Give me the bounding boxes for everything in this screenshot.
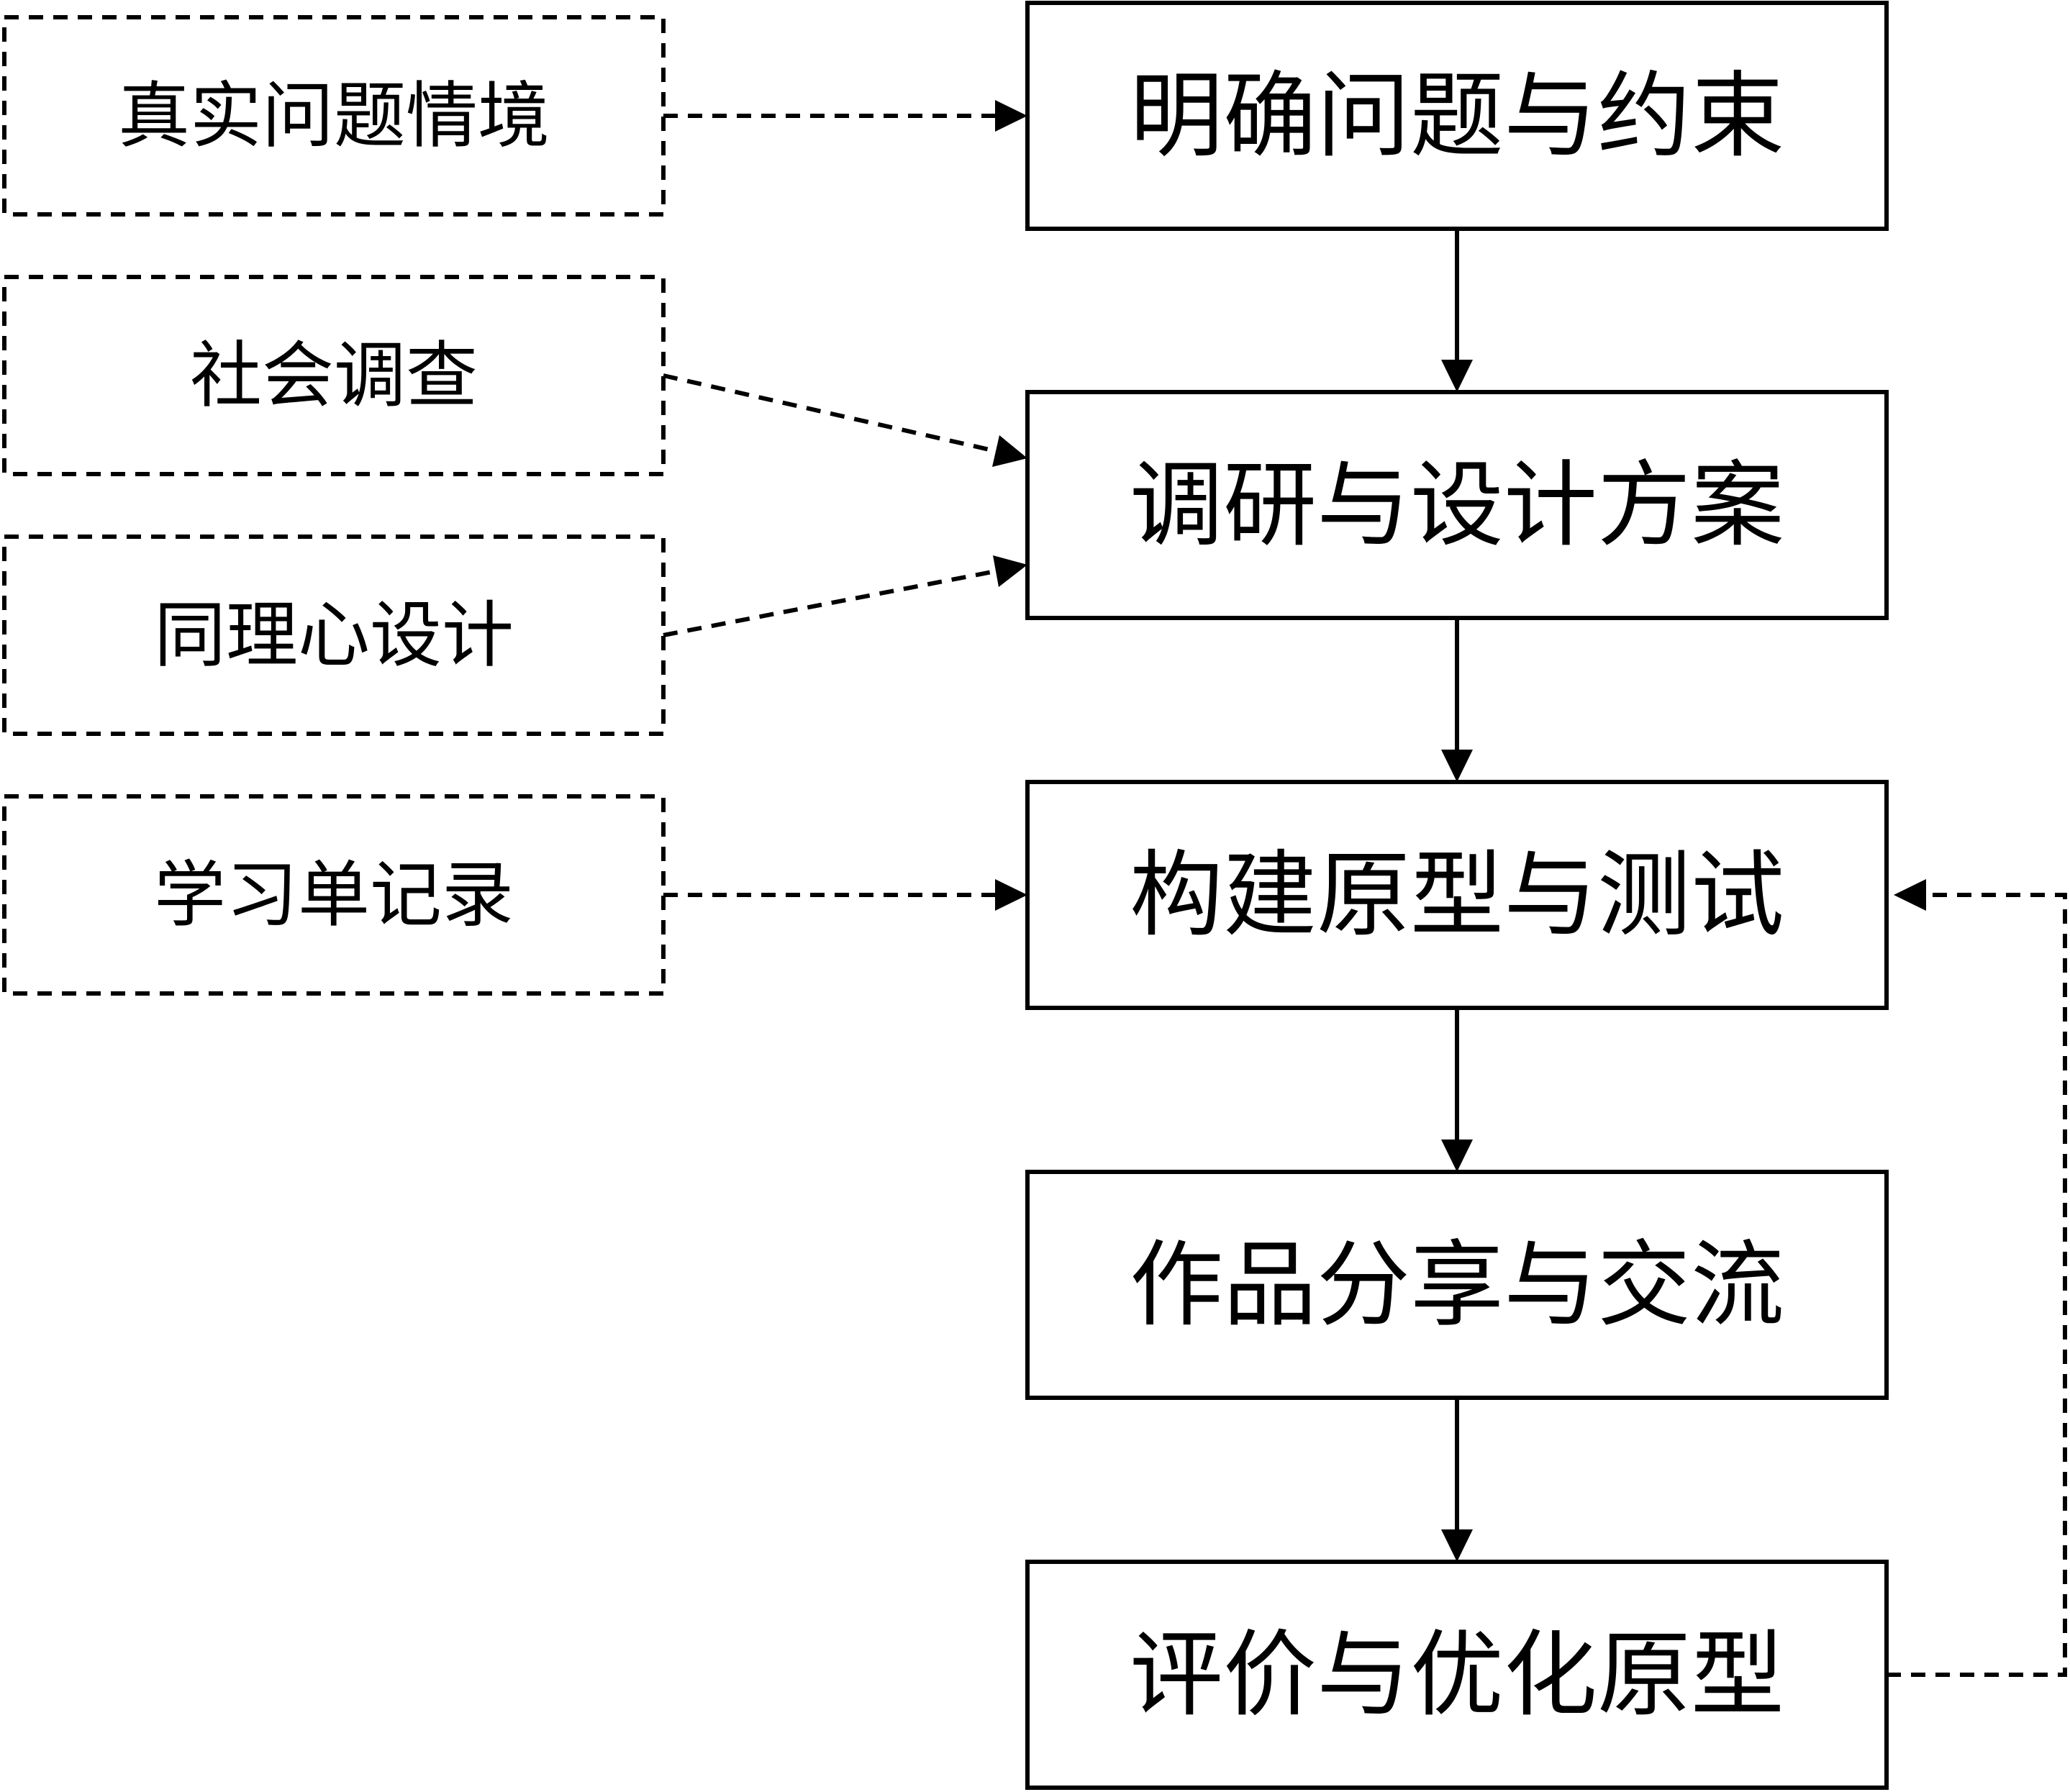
main-step-label-research: 调研与设计方案 (1130, 450, 1784, 560)
main-step-research: 调研与设计方案 (1025, 390, 1889, 620)
support-label-survey: 社会调查 (190, 334, 478, 418)
flow-arrowhead (1441, 1529, 1473, 1562)
support-arrow-worksheet-to-prototype (663, 879, 1027, 911)
support-arrow-line (663, 569, 997, 637)
support-item-worksheet: 学习单记录 (2, 794, 666, 996)
support-box-scenario (2, 15, 666, 217)
flow-arrow-define-to-research (1441, 229, 1473, 392)
support-label-scenario: 真实问题情境 (118, 74, 550, 158)
feedback-loop-line (1887, 893, 2067, 1677)
support-arrow-scenario-to-define (663, 100, 1027, 132)
support-arrowhead (995, 100, 1027, 132)
support-box-worksheet (2, 794, 666, 996)
support-arrow-survey-to-research (663, 373, 1027, 467)
main-step-evaluate: 评价与优化原型 (1025, 1560, 1889, 1790)
flow-arrowhead (1441, 360, 1473, 392)
support-item-empathy: 同理心设计 (2, 535, 666, 736)
support-item-scenario: 真实问题情境 (2, 15, 666, 217)
main-step-label-share: 作品分享与交流 (1130, 1230, 1784, 1340)
support-arrowhead (993, 555, 1027, 587)
support-box-empathy (2, 535, 666, 736)
flow-arrow-research-to-prototype (1441, 618, 1473, 782)
main-step-prototype: 构建原型与测试 (1025, 780, 1889, 1010)
main-step-label-prototype: 构建原型与测试 (1130, 840, 1784, 950)
main-step-label-define: 明确问题与约束 (1130, 61, 1784, 170)
flow-arrowhead (1441, 1140, 1473, 1172)
main-step-box-share (1025, 1170, 1889, 1400)
main-step-share: 作品分享与交流 (1025, 1170, 1889, 1400)
support-arrow-empathy-to-research (663, 555, 1027, 637)
support-item-survey: 社会调查 (2, 275, 666, 476)
support-box-survey (2, 275, 666, 476)
main-step-label-evaluate: 评价与优化原型 (1130, 1620, 1784, 1729)
flow-arrowhead (1441, 750, 1473, 782)
flow-arrow-share-to-evaluate (1441, 1398, 1473, 1562)
main-step-box-prototype (1025, 780, 1889, 1010)
feedback-loop-arrow (1887, 879, 2067, 1677)
flow-arrow-prototype-to-share (1441, 1008, 1473, 1172)
support-label-worksheet: 学习单记录 (154, 853, 514, 937)
feedback-loop-arrowhead (1894, 879, 1926, 911)
main-step-box-evaluate (1025, 1560, 1889, 1790)
main-step-box-define (1025, 1, 1889, 231)
support-arrow-line (663, 373, 997, 453)
main-step-define: 明确问题与约束 (1025, 1, 1889, 231)
support-arrowhead (995, 879, 1027, 911)
support-label-empathy: 同理心设计 (154, 593, 514, 678)
support-arrowhead (992, 435, 1027, 467)
